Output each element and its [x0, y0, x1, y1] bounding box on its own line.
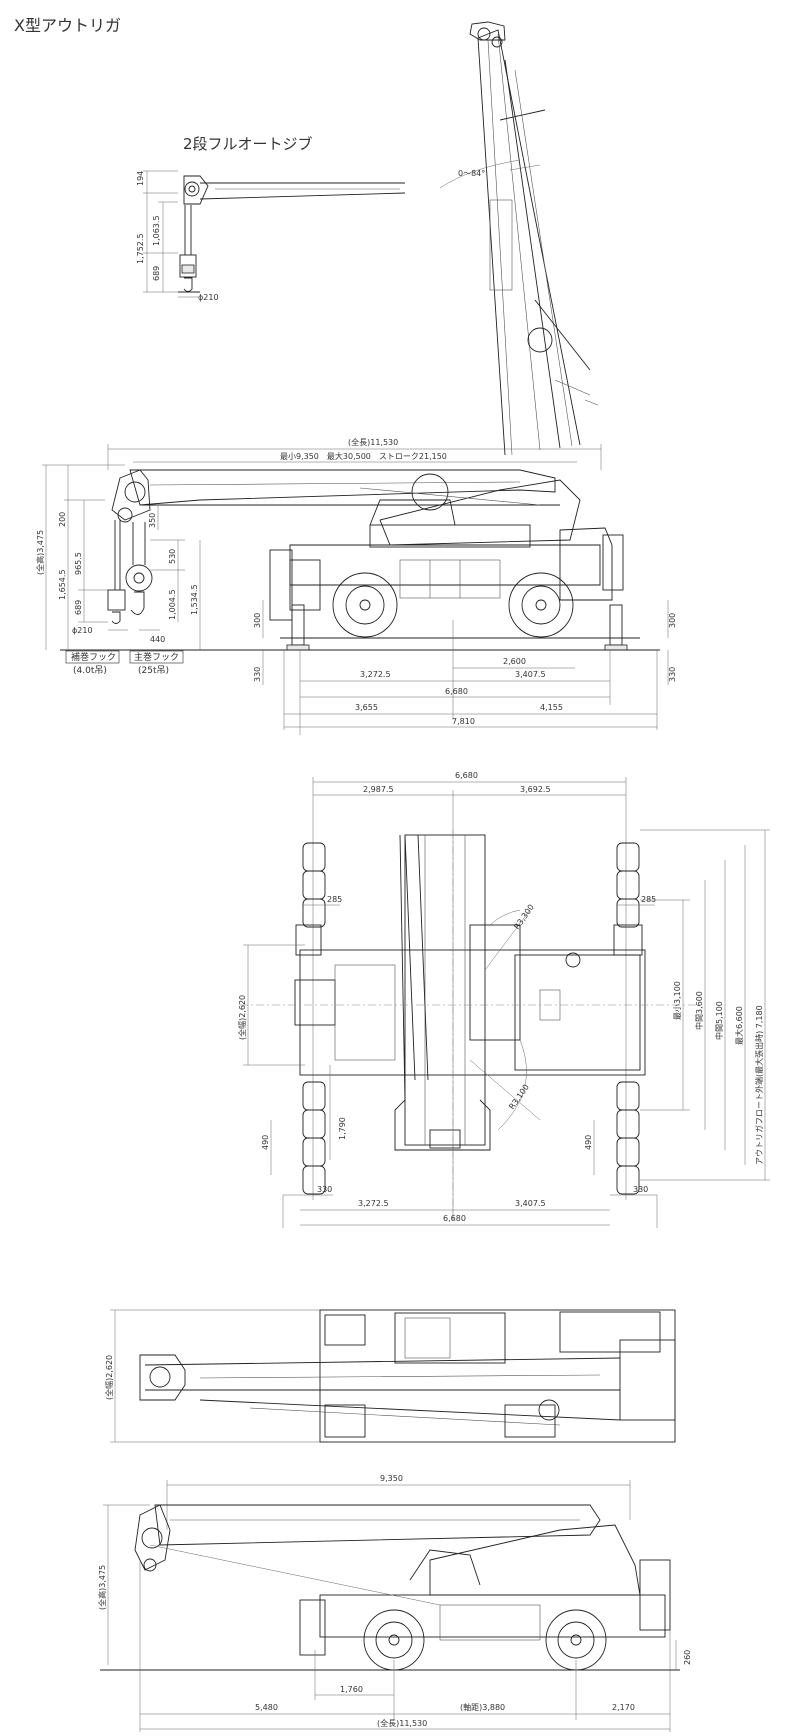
plan-dim-490-l: 490: [261, 1135, 270, 1150]
side-gap-440: 440: [150, 635, 165, 644]
plan-radius-top: R3,300: [512, 903, 536, 931]
plan-top-left: 2,987.5: [363, 785, 394, 794]
dim-6680: 6,680: [445, 687, 468, 696]
plan-bottom-left: 3,272.5: [358, 1199, 389, 1208]
jib-dim-1063: 1,063.5: [152, 215, 161, 246]
travel-wheelbase: (軸距)3,880: [460, 1702, 505, 1712]
or-float: アウトリガフロート外端(最大張出時) 7,180: [754, 1005, 764, 1165]
side-dim-200: 200: [58, 512, 67, 527]
side-dim-350: 350: [148, 513, 157, 528]
plan-top-total: 6,680: [455, 771, 478, 780]
ground-300-l: 300: [253, 613, 262, 628]
jib-dim-194: 194: [136, 171, 145, 186]
or-max: 最大6,600: [734, 1006, 744, 1045]
aux-hook-cap: (4.0t吊): [73, 665, 107, 676]
jib-dim-689: 689: [152, 266, 161, 281]
dim-2600: 2,600: [503, 657, 526, 666]
dim-3272: 3,272.5: [360, 670, 391, 679]
left-pads: [295, 842, 326, 1195]
elevated-boom: 0〜84°: [439, 21, 599, 456]
main-hook-cap: (25t吊): [138, 665, 169, 676]
side-dim-1004: 1,004.5: [168, 589, 177, 620]
side-overall-length: (全長)11,530: [348, 437, 398, 447]
ground-330-l: 330: [253, 667, 262, 682]
plan-pad-left: 285: [327, 895, 342, 904]
top-view: (全幅)2,620: [104, 1309, 676, 1443]
page-title: X型アウトリガ: [14, 16, 121, 35]
side-dim-689: 689: [74, 600, 83, 615]
plan-pad-right: 285: [641, 895, 656, 904]
right-pads: [613, 842, 643, 1195]
travel-260: 260: [683, 1650, 692, 1665]
plan-bottom-right: 3,407.5: [515, 1199, 546, 1208]
travel-height: (全高)3,475: [97, 1565, 107, 1610]
aux-hook-label: 補巻フック: [71, 651, 116, 663]
plan-dim-490-r: 490: [584, 1135, 593, 1150]
side-view: (全長)11,530 最小9,350 最大30,500 ストローク21,150: [35, 437, 677, 735]
top-width: (全幅)2,620: [104, 1355, 114, 1400]
plan-view: 6,680 2,987.5 3,692.5: [237, 771, 770, 1228]
plan-bottom-total: 6,680: [443, 1214, 466, 1223]
travel-1760: 1,760: [340, 1685, 363, 1694]
side-dim-965: 965.5: [74, 552, 83, 575]
side-dia: ϕ210: [72, 626, 93, 635]
or-mid1: 中間3,600: [694, 991, 704, 1030]
ground-330-r: 330: [668, 667, 677, 682]
travel-5480: 5,480: [255, 1703, 278, 1712]
side-dim-1654: 1,654.5: [58, 569, 67, 600]
jib-detail: 194 1,752.5 1,063.5 689 ϕ210: [136, 171, 406, 302]
plan-top-right: 3,692.5: [520, 785, 551, 794]
jib-dia: ϕ210: [198, 293, 219, 302]
travel-2170: 2,170: [612, 1703, 635, 1712]
plan-330-r: 330: [633, 1185, 648, 1194]
ground-300-r: 300: [668, 613, 677, 628]
dim-4155: 4,155: [540, 703, 563, 712]
side-dim-530: 530: [168, 549, 177, 564]
plan-width: (全幅)2,620: [237, 995, 247, 1040]
side-boom-length: 最小9,350 最大30,500 ストローク21,150: [280, 451, 447, 461]
jib-dim-1752: 1,752.5: [136, 233, 145, 264]
dim-7810: 7,810: [452, 717, 475, 726]
travel-overall: (全長)11,530: [377, 1718, 427, 1728]
or-min: 最小3,100: [673, 981, 682, 1020]
dim-3407: 3,407.5: [515, 670, 546, 679]
side-dim-1534: 1,534.5: [190, 584, 199, 615]
or-mid2: 中間5,100: [714, 1001, 724, 1040]
jib-title: 2段フルオートジブ: [183, 135, 313, 153]
travel-view: 9,350 (全高)3,475 260: [97, 1474, 692, 1732]
plan-330-l: 330: [317, 1185, 332, 1194]
side-overall-height: (全高)3,475: [35, 530, 45, 575]
dim-3655: 3,655: [355, 703, 378, 712]
plan-dim-1790: 1,790: [338, 1117, 347, 1140]
main-hook-label: 主巻フック: [134, 651, 179, 663]
travel-boom-len: 9,350: [380, 1474, 403, 1483]
boom-angle: 0〜84°: [458, 169, 485, 178]
plan-radius-bottom: R3,100: [507, 1083, 531, 1111]
